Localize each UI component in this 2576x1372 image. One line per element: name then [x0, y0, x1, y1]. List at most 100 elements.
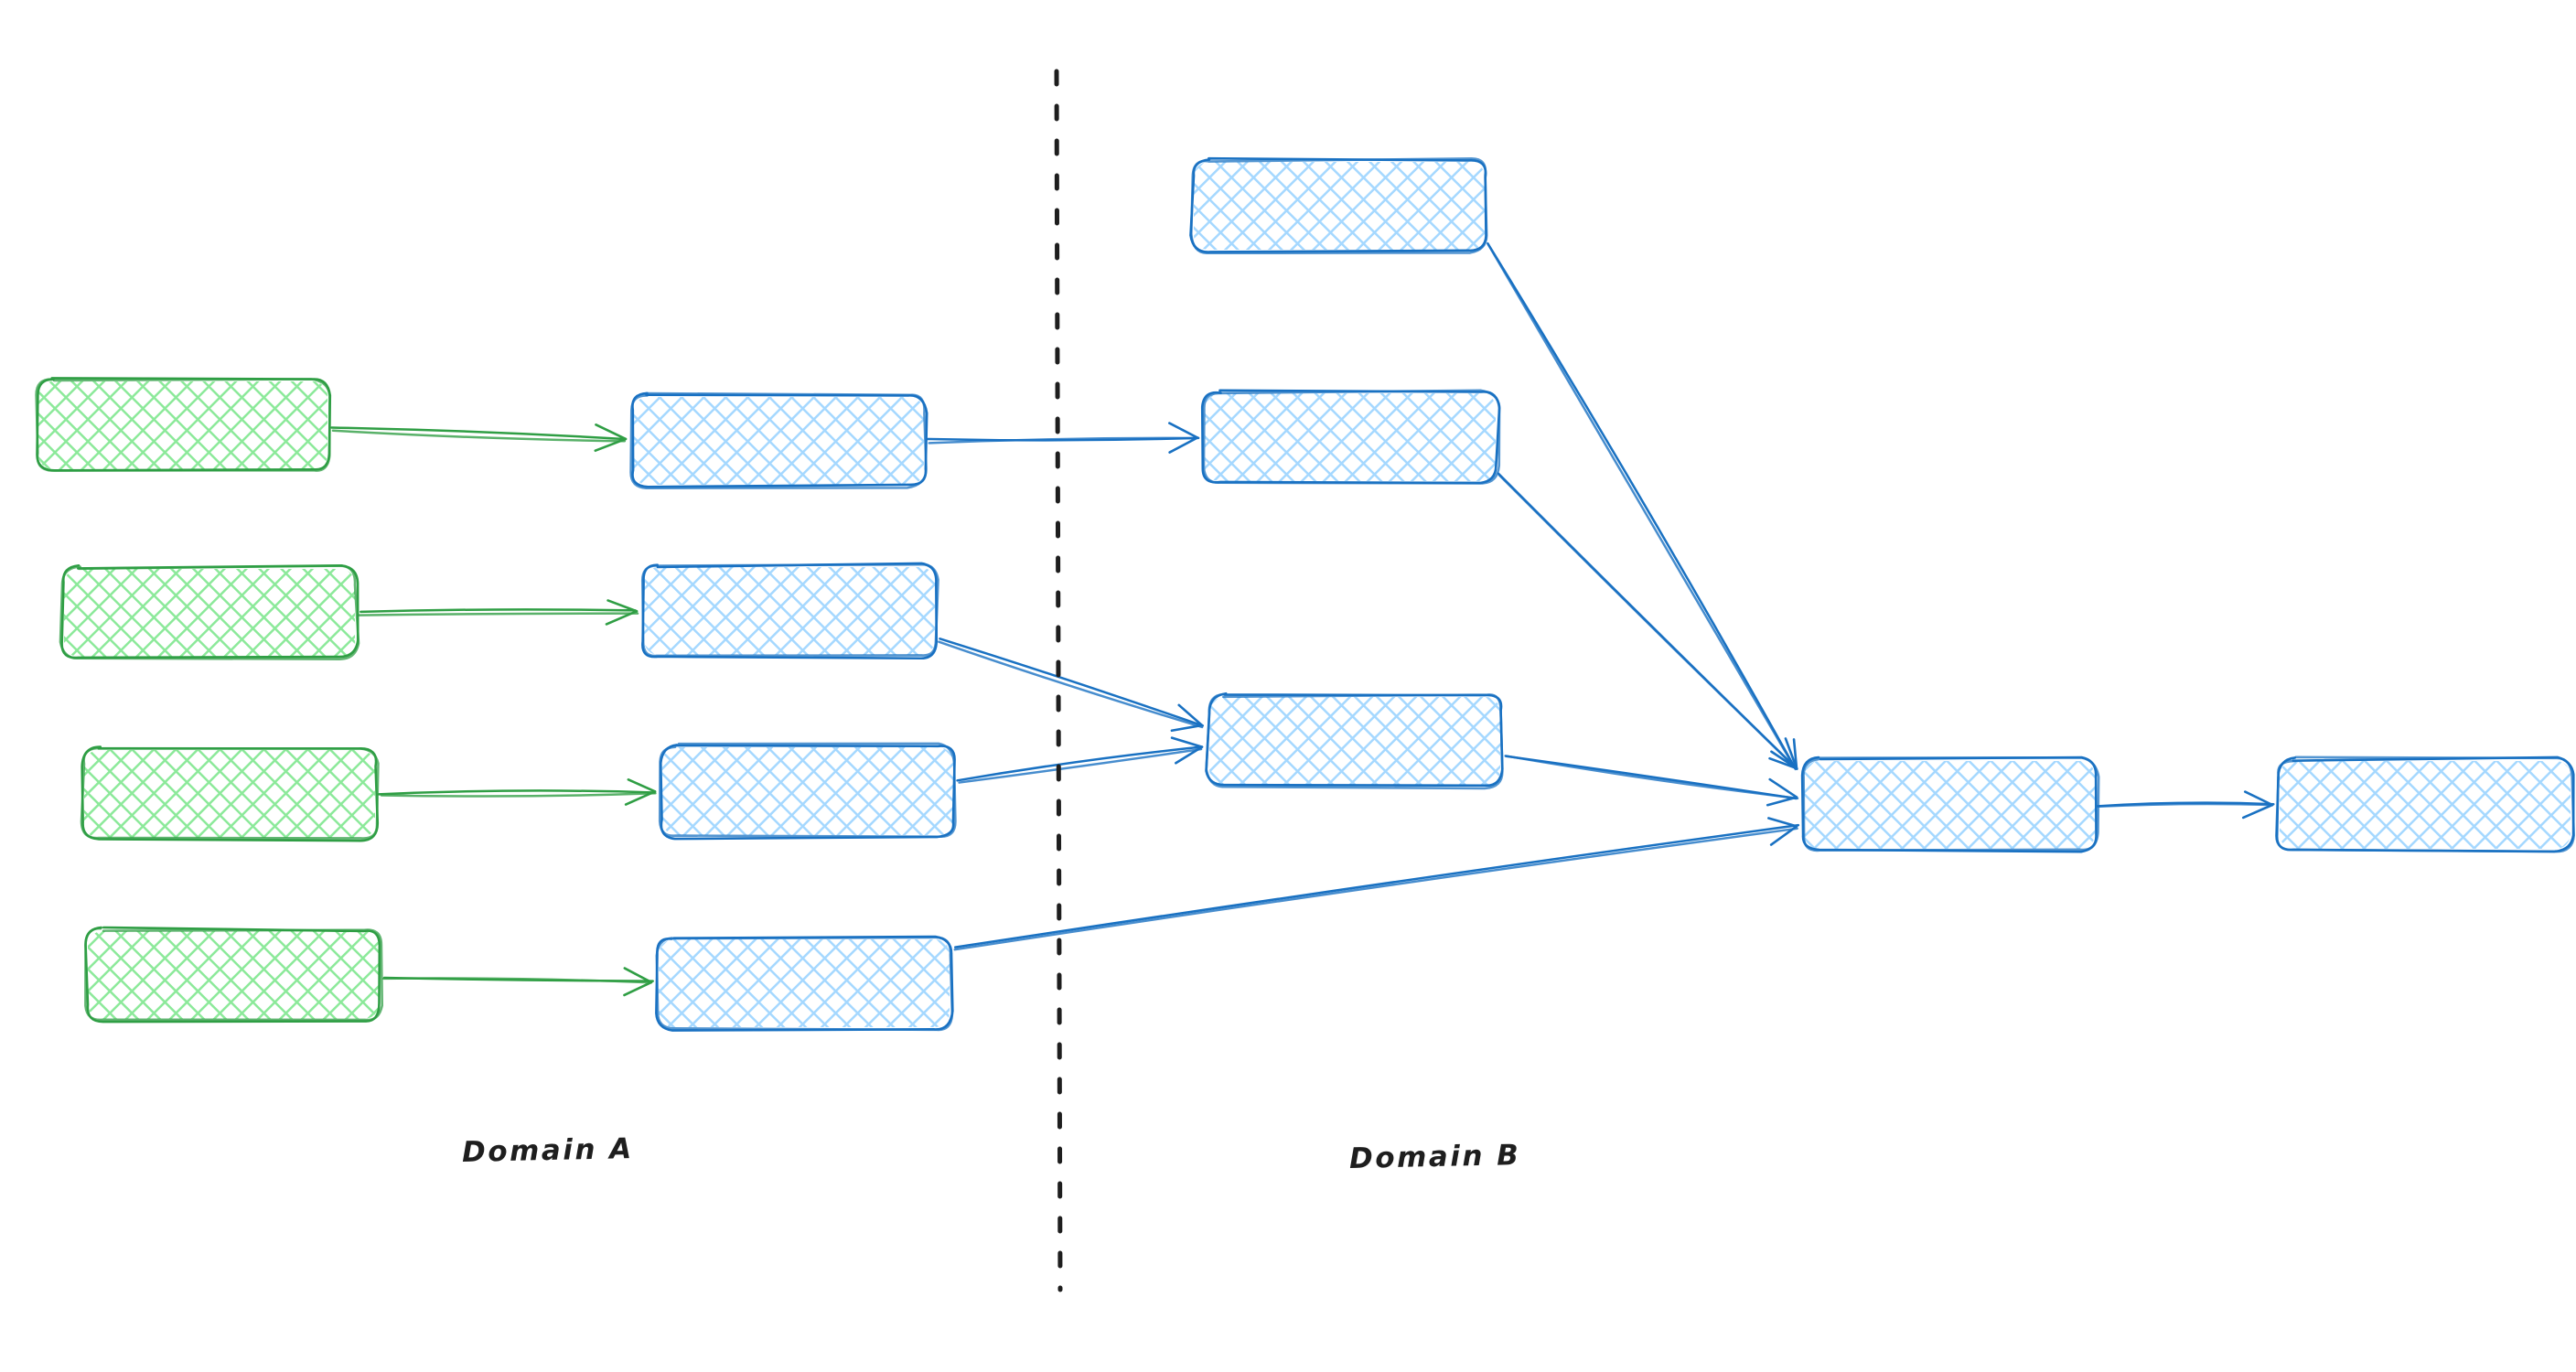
- edge-shaft: [331, 429, 627, 443]
- edge-shaft: [1497, 474, 1798, 770]
- edge-arrowhead: [1792, 738, 1798, 770]
- node-outline: [59, 564, 360, 660]
- edge-arrowhead: [1177, 703, 1204, 727]
- node-fill: [1194, 162, 1485, 250]
- node-c3[interactable]: [1205, 691, 1504, 790]
- edge-arrowhead: [1175, 745, 1204, 765]
- node-fill: [1205, 393, 1496, 481]
- node-fill: [84, 750, 375, 838]
- node-outline: [1202, 389, 1501, 485]
- edge-c2-d1[interactable]: [1497, 472, 1798, 770]
- node-fill: [88, 931, 379, 1019]
- edge-arrowhead: [605, 609, 639, 626]
- edge-shaft: [958, 747, 1203, 784]
- node-outline: [629, 391, 928, 489]
- node-b1[interactable]: [629, 391, 928, 489]
- node-fill: [659, 939, 950, 1027]
- domain-a-label: Domain A: [461, 1132, 635, 1169]
- node-fill: [64, 569, 355, 657]
- node-a4[interactable]: [84, 926, 384, 1024]
- nodes-layer: [35, 156, 2575, 1032]
- edge-shaft: [380, 792, 657, 798]
- edge-arrowhead: [1170, 736, 1204, 748]
- edge-arrowhead: [1168, 422, 1199, 439]
- divider-layer: [1054, 69, 1063, 1292]
- edge-arrowhead: [1168, 436, 1199, 454]
- edge-shaft: [956, 745, 1203, 782]
- node-fill: [644, 567, 935, 655]
- node-b3[interactable]: [658, 742, 957, 841]
- edge-a3-b3[interactable]: [377, 778, 657, 806]
- edge-b1-c2[interactable]: [926, 422, 1200, 454]
- edge-b4-d1[interactable]: [953, 817, 1800, 951]
- edge-arrowhead: [627, 778, 657, 793]
- node-e1[interactable]: [2275, 756, 2575, 853]
- node-fill: [633, 397, 924, 485]
- edge-c1-d1[interactable]: [1487, 241, 1798, 771]
- edge-arrowhead: [594, 437, 628, 453]
- edge-shaft: [357, 612, 639, 616]
- edge-arrowhead: [623, 981, 653, 997]
- edge-arrowhead: [623, 967, 653, 984]
- edge-shaft: [381, 977, 652, 984]
- edge-shaft: [939, 638, 1205, 727]
- node-d1[interactable]: [1800, 756, 2100, 853]
- edge-c3-d1[interactable]: [1504, 755, 1799, 807]
- edge-shaft: [938, 640, 1204, 729]
- edge-shaft: [330, 426, 626, 441]
- domain-b-label: Domain B: [1348, 1139, 1521, 1175]
- edge-a2-b2[interactable]: [357, 599, 639, 626]
- edge-d1-e1[interactable]: [2097, 790, 2275, 820]
- node-a2[interactable]: [59, 563, 360, 660]
- edge-arrowhead: [624, 790, 657, 806]
- edge-shaft: [1504, 755, 1799, 800]
- edge-shaft: [377, 789, 656, 796]
- node-outline: [658, 742, 957, 839]
- edge-arrowhead: [1170, 724, 1204, 733]
- node-outline: [1190, 156, 1488, 255]
- edge-arrowhead: [1768, 777, 1798, 799]
- node-outline: [80, 746, 380, 840]
- edge-arrowhead: [595, 423, 628, 441]
- edge-shaft: [2097, 802, 2273, 809]
- edge-arrowhead: [1769, 825, 1798, 846]
- edge-a4-b4[interactable]: [381, 967, 654, 997]
- node-outline: [84, 927, 384, 1022]
- edge-b3-c3[interactable]: [956, 736, 1204, 784]
- node-fill: [662, 747, 953, 835]
- edge-arrowhead: [1784, 737, 1798, 770]
- edge-arrowhead: [1767, 817, 1798, 828]
- edge-shaft: [360, 608, 637, 614]
- node-fill: [2280, 761, 2571, 849]
- node-a1[interactable]: [35, 377, 332, 472]
- node-fill: [1804, 761, 2095, 849]
- node-b4[interactable]: [655, 935, 954, 1032]
- edge-a1-b1[interactable]: [330, 423, 628, 453]
- node-outline: [1802, 756, 2100, 852]
- edges-layer: [330, 241, 2275, 997]
- node-fill: [1209, 697, 1500, 785]
- node-outline: [2275, 756, 2575, 853]
- edge-arrowhead: [2243, 790, 2274, 807]
- edge-arrowhead: [1768, 756, 1798, 770]
- node-a3[interactable]: [80, 745, 380, 842]
- node-b2[interactable]: [641, 562, 939, 660]
- edge-shaft: [953, 823, 1800, 949]
- node-c1[interactable]: [1189, 156, 1488, 255]
- domain-divider: [1054, 69, 1063, 1292]
- edge-shaft: [928, 436, 1197, 445]
- node-outline: [1205, 692, 1504, 790]
- node-c2[interactable]: [1200, 389, 1501, 485]
- node-fill: [38, 381, 327, 469]
- edge-b2-c3[interactable]: [938, 638, 1205, 733]
- edge-shaft: [953, 827, 1798, 951]
- edge-arrowhead: [2241, 803, 2274, 820]
- node-outline: [655, 936, 954, 1032]
- divider-line: [1054, 69, 1063, 1292]
- edge-shaft: [1487, 241, 1797, 770]
- edge-arrowhead: [1766, 796, 1798, 807]
- edge-shaft: [1487, 242, 1797, 771]
- node-outline: [35, 378, 331, 472]
